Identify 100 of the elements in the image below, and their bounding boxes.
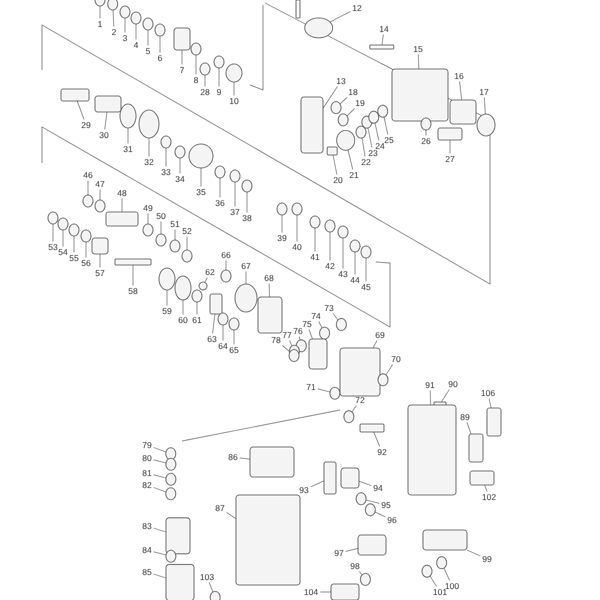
part-drawing [234,284,258,312]
leader-line [488,398,492,408]
callout-number: 36 [215,198,225,208]
part-drawing [142,18,154,30]
callout-number: 24 [375,141,385,151]
part-drawing [378,373,388,386]
leader-line [358,480,372,486]
part-drawing [476,114,496,136]
leader-line [346,108,355,116]
part-drawing [182,250,192,262]
leader-line [318,321,322,328]
callout-number: 28 [200,87,210,97]
callout-number: 18 [348,87,358,97]
part-drawing [94,0,106,6]
leader-line [362,138,366,157]
callout-number: 50 [156,211,166,221]
callout-number: 80 [142,453,152,463]
callout-number: 7 [180,65,184,75]
callout-number: 53 [48,242,58,252]
part-drawing [392,68,448,122]
leader-line [352,405,357,412]
callout-number: 29 [81,120,91,130]
leader-line [153,474,166,478]
part-drawing [304,17,334,38]
part-drawing [165,487,176,500]
part-drawing [292,202,302,216]
callout-number: 1 [98,19,102,29]
part-drawing [276,202,288,216]
leader-line [484,484,488,492]
leader-line [330,11,351,22]
callout-number: 77 [282,330,292,340]
part-drawing [210,294,222,314]
callout-number: 37 [230,207,240,217]
part-drawing [165,458,176,471]
callout-number: 102 [482,492,496,502]
callout-number: 94 [373,483,383,493]
leader-line [430,390,431,406]
leader-line [441,389,450,402]
callout-number: 20 [333,175,343,185]
callout-number: 93 [299,485,309,495]
part-drawing [368,110,380,124]
part-drawing [190,42,202,56]
callout-number: 12 [352,3,362,13]
leader-line [174,229,176,240]
leader-line [212,314,216,334]
leader-line [160,221,162,234]
leader-line [332,154,338,175]
part-drawing [330,101,342,114]
part-drawing [369,44,394,50]
part-drawing [48,212,58,224]
part-drawing [468,434,484,462]
leader-line [52,224,54,242]
part-drawing [166,564,194,600]
callout-number: 42 [325,261,335,271]
leader-line [374,122,380,141]
leader-line [246,192,248,213]
callout-number: 100 [444,581,460,591]
callout-number: 10 [229,96,239,106]
callout-number: 13 [336,76,346,86]
callout-number: 85 [142,567,152,577]
leader-line [444,568,450,581]
part-drawing [422,564,432,578]
part-drawing [130,12,142,24]
callout-number: 25 [384,135,394,145]
callout-number: 52 [182,226,192,236]
leader-line [382,34,384,46]
part-drawing [58,218,68,230]
leader-line [204,74,206,87]
callout-number: 19 [355,98,365,108]
callout-number: 30 [99,130,109,140]
leader-line [132,264,134,286]
callout-number: 78 [271,335,281,345]
callout-number: 38 [242,213,252,223]
part-drawing [343,410,354,424]
callout-number: 101 [432,587,448,597]
leader-line [348,150,353,170]
part-drawing [192,290,202,302]
part-drawing [336,318,347,331]
part-drawing [230,170,240,182]
callout-number: 27 [445,154,455,164]
part-drawing [360,424,384,432]
part-drawing [258,296,282,334]
part-drawing [436,556,448,570]
part-drawing [338,113,349,126]
callout-number: 104 [304,587,318,597]
callout-number: 61 [192,315,202,325]
part-drawing [438,128,462,140]
callout-number: 35 [196,187,206,197]
leader-line [430,576,437,587]
callout-number: 97 [334,548,344,558]
part-drawing [174,276,192,300]
leader-line [298,336,300,340]
part-drawing [94,96,122,112]
leader-line [317,388,330,392]
callout-number: 86 [228,452,238,462]
callout-number: 22 [361,157,371,167]
callout-number: 33 [161,167,171,177]
part-drawing [114,258,152,266]
part-drawing [250,446,294,478]
leader-line [466,422,472,434]
